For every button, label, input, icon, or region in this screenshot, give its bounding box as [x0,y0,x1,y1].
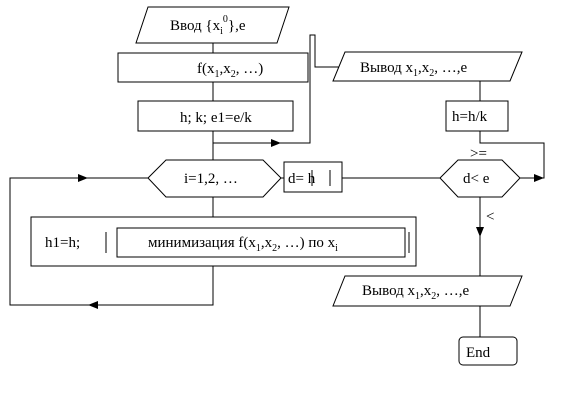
node-process: h1=h; минимизация f(x1,x2, …) по xi [30,216,417,267]
hupdate-rect [445,100,509,132]
decision-hexagon [439,159,521,198]
hupdate-label: h=h/k [452,109,488,125]
loop-hexagon [147,159,282,198]
node-loop: i=1,2, … [147,159,282,198]
edge-label-lt: < [486,209,494,225]
params-label: h; k; e1=e/k [180,110,252,126]
arrow-decision-ge [534,174,544,182]
arrowheads [78,139,544,309]
process-h1-label: h1=h; [45,235,80,251]
arrow-decision-lt [476,227,484,237]
loop-label: i=1,2, … [184,171,238,187]
edge-output1-to-loop [213,34,345,144]
arrow-loopback-left [88,301,98,309]
node-input: Ввод {xi0},e [135,6,290,44]
edge-label-ge: >= [470,146,487,162]
node-output2: Вывод x1,x2, …,e [332,275,523,307]
edge-process-loopback [9,177,214,306]
node-params: h; k; e1=e/k [137,100,294,132]
arrow-loopback-right [78,174,88,182]
func-label: f(x1,x2, …) [197,61,263,80]
func-rect [117,52,309,83]
connectors [9,34,545,337]
process-min-label: минимизация f(x1,x2, …) по xi [148,235,338,254]
node-dcalc: d= h [283,161,343,193]
input-label: Ввод {xi0},e [170,14,246,37]
output2-parallelogram [332,275,523,307]
arrow-output1-return [271,139,281,147]
node-hupdate: h=h/k [445,100,509,132]
node-end: End [458,336,518,366]
node-decision: d< e [439,159,521,198]
params-rect [137,100,294,132]
output1-parallelogram [332,51,523,82]
output2-label: Вывод x1,x2, …,e [362,283,470,302]
process-inner-rect [116,227,406,258]
decision-label: d< e [463,171,490,187]
dcalc-rect [283,161,343,193]
dcalc-label: d= h [288,171,316,187]
input-parallelogram [135,6,290,44]
node-output1: Вывод x1,x2, …,e [332,51,523,82]
end-rect [458,336,518,366]
output1-label: Вывод x1,x2, …,e [360,60,468,79]
end-label: End [466,345,491,361]
node-func: f(x1,x2, …) [117,52,309,83]
